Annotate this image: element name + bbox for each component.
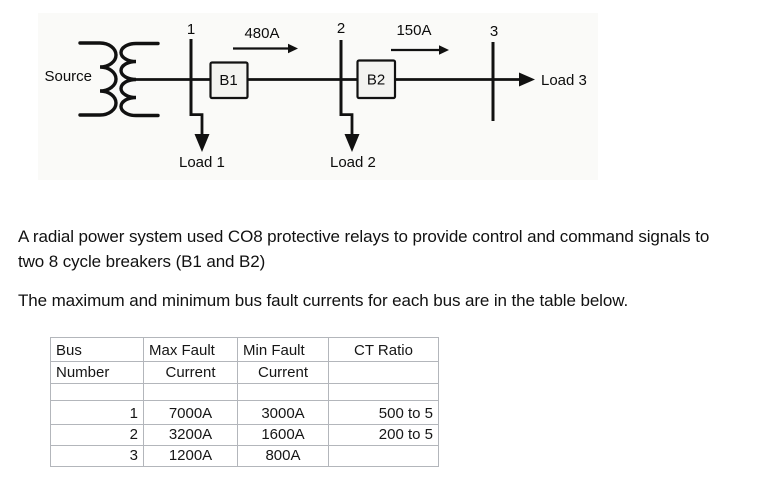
table-header-row-1: Bus Max Fault Min Fault CT Ratio [50, 337, 439, 362]
one-line-diagram-canvas: Source 1 2 3 480A 150A B1 B2 Load 1 Load… [38, 13, 598, 180]
breaker-b2-box [356, 59, 397, 100]
bus-3-label: 3 [490, 23, 498, 40]
load-2-label: Load 2 [330, 154, 376, 171]
load-2-drop-line [341, 113, 354, 135]
flow-arrow-480a-head-icon [288, 43, 298, 54]
power-system-diagram: Source 1 2 3 480A 150A B1 B2 Load 1 Load… [38, 13, 598, 180]
bus-1-label: 1 [187, 21, 195, 38]
spacer-cell [328, 383, 439, 401]
header-number: Number [50, 361, 144, 384]
flow-arrow-480a [233, 43, 298, 54]
breaker-b1-label: B1 [219, 72, 237, 89]
load-1-drop-line [191, 113, 204, 135]
header-min-fault: Min Fault [237, 337, 329, 362]
table-intro-text: The maximum and minimum bus fault curren… [18, 291, 629, 310]
table-row-bus-2: 2 3200A 1600A 200 to 5 [50, 424, 439, 446]
flow-480a-label: 480A [244, 25, 279, 42]
cell-bus-number: 1 [50, 400, 144, 425]
header-max-current: Current [143, 361, 238, 384]
flow-arrow-150a [391, 45, 449, 55]
problem-text-line-2: two 8 cycle breakers (B1 and B2) [18, 252, 266, 271]
spacer-cell [237, 383, 329, 401]
header-bus: Bus [50, 337, 144, 362]
cell-max-fault: 7000A [143, 400, 238, 425]
transformer-primary-winding [78, 41, 118, 117]
flow-arrow-150a-head-icon [439, 45, 449, 55]
table-header-row-2: Number Current Current [50, 361, 439, 384]
flow-150a-label: 150A [396, 22, 431, 39]
table-row-bus-3: 3 1200A 800A [50, 445, 439, 467]
cell-ct-ratio: 200 to 5 [328, 424, 439, 446]
cell-bus-number: 2 [50, 424, 144, 446]
cell-min-fault: 1600A [237, 424, 329, 446]
cell-min-fault: 3000A [237, 400, 329, 425]
cell-max-fault: 3200A [143, 424, 238, 446]
fault-current-table: Bus Max Fault Min Fault CT Ratio Number … [50, 337, 439, 467]
cell-ct-ratio: 500 to 5 [328, 400, 439, 425]
load-2-arrowhead-icon [344, 134, 360, 152]
header-max-fault: Max Fault [143, 337, 238, 362]
cell-min-fault: 800A [237, 445, 329, 467]
cell-ct-ratio [328, 445, 439, 467]
load-1-label: Load 1 [179, 154, 225, 171]
source-label: Source [44, 68, 92, 85]
bus-2-label: 2 [337, 20, 345, 37]
problem-statement-paragraph: A radial power system used CO8 protectiv… [18, 224, 709, 274]
header-ct-ratio: CT Ratio [328, 337, 439, 362]
header-ct-ratio-blank [328, 361, 439, 384]
cell-max-fault: 1200A [143, 445, 238, 467]
breaker-b2-label: B2 [367, 72, 385, 89]
load-3-label: Load 3 [541, 72, 587, 89]
table-spacer-row [50, 383, 439, 401]
spacer-cell [143, 383, 238, 401]
table-intro-paragraph: The maximum and minimum bus fault curren… [18, 288, 628, 313]
breaker-b1-box [209, 61, 249, 100]
table-row-bus-1: 1 7000A 3000A 500 to 5 [50, 400, 439, 425]
problem-text-line-1: A radial power system used CO8 protectiv… [18, 227, 710, 246]
spacer-cell [50, 383, 144, 401]
cell-bus-number: 3 [50, 445, 144, 467]
load-1-arrowhead-icon [194, 134, 210, 152]
diagram-background [38, 13, 598, 180]
load-3-arrowhead-icon [519, 72, 535, 87]
header-min-current: Current [237, 361, 329, 384]
